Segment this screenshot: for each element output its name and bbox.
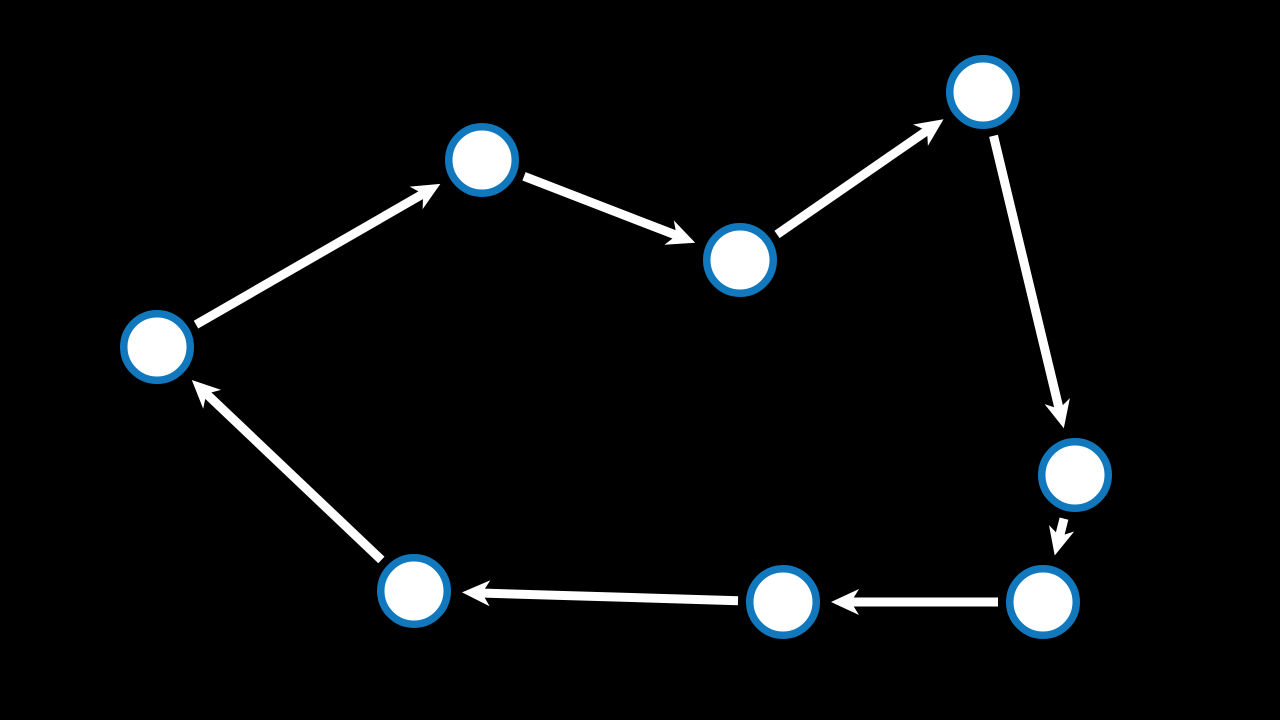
graph-node-right (1038, 438, 1112, 512)
edge-line-B-C (522, 172, 681, 241)
edge-line-C-A (774, 125, 932, 239)
edge-arrowhead-A-E (1044, 398, 1070, 429)
edge-line-A-E (989, 134, 1064, 412)
edge-arrowhead-H-D (191, 380, 222, 409)
graph-node-bottom-left (377, 554, 451, 628)
edge-arrowhead-E-F (1049, 525, 1075, 556)
graph-node-upper-left (445, 123, 519, 197)
graph-node-bottom-middle (746, 565, 820, 639)
edge-line-H-D (201, 389, 385, 564)
edge-arrowhead-F-G (831, 589, 859, 615)
edges-layer (191, 119, 1075, 615)
edge-line-E-F (1054, 517, 1069, 540)
edge-arrowhead-D-B (409, 183, 441, 210)
edge-line-G-H (479, 588, 739, 606)
edge-line-D-B (193, 188, 428, 329)
nodes-layer (120, 55, 1112, 639)
graph-node-left (120, 310, 194, 384)
edge-arrowhead-B-C (664, 220, 696, 245)
edge-arrowhead-C-A (913, 119, 944, 146)
graph-node-top-middle (703, 223, 777, 297)
graph-node-top-right (946, 55, 1020, 129)
edge-arrowhead-G-H (462, 580, 491, 607)
graph-node-bottom-right (1006, 565, 1080, 639)
